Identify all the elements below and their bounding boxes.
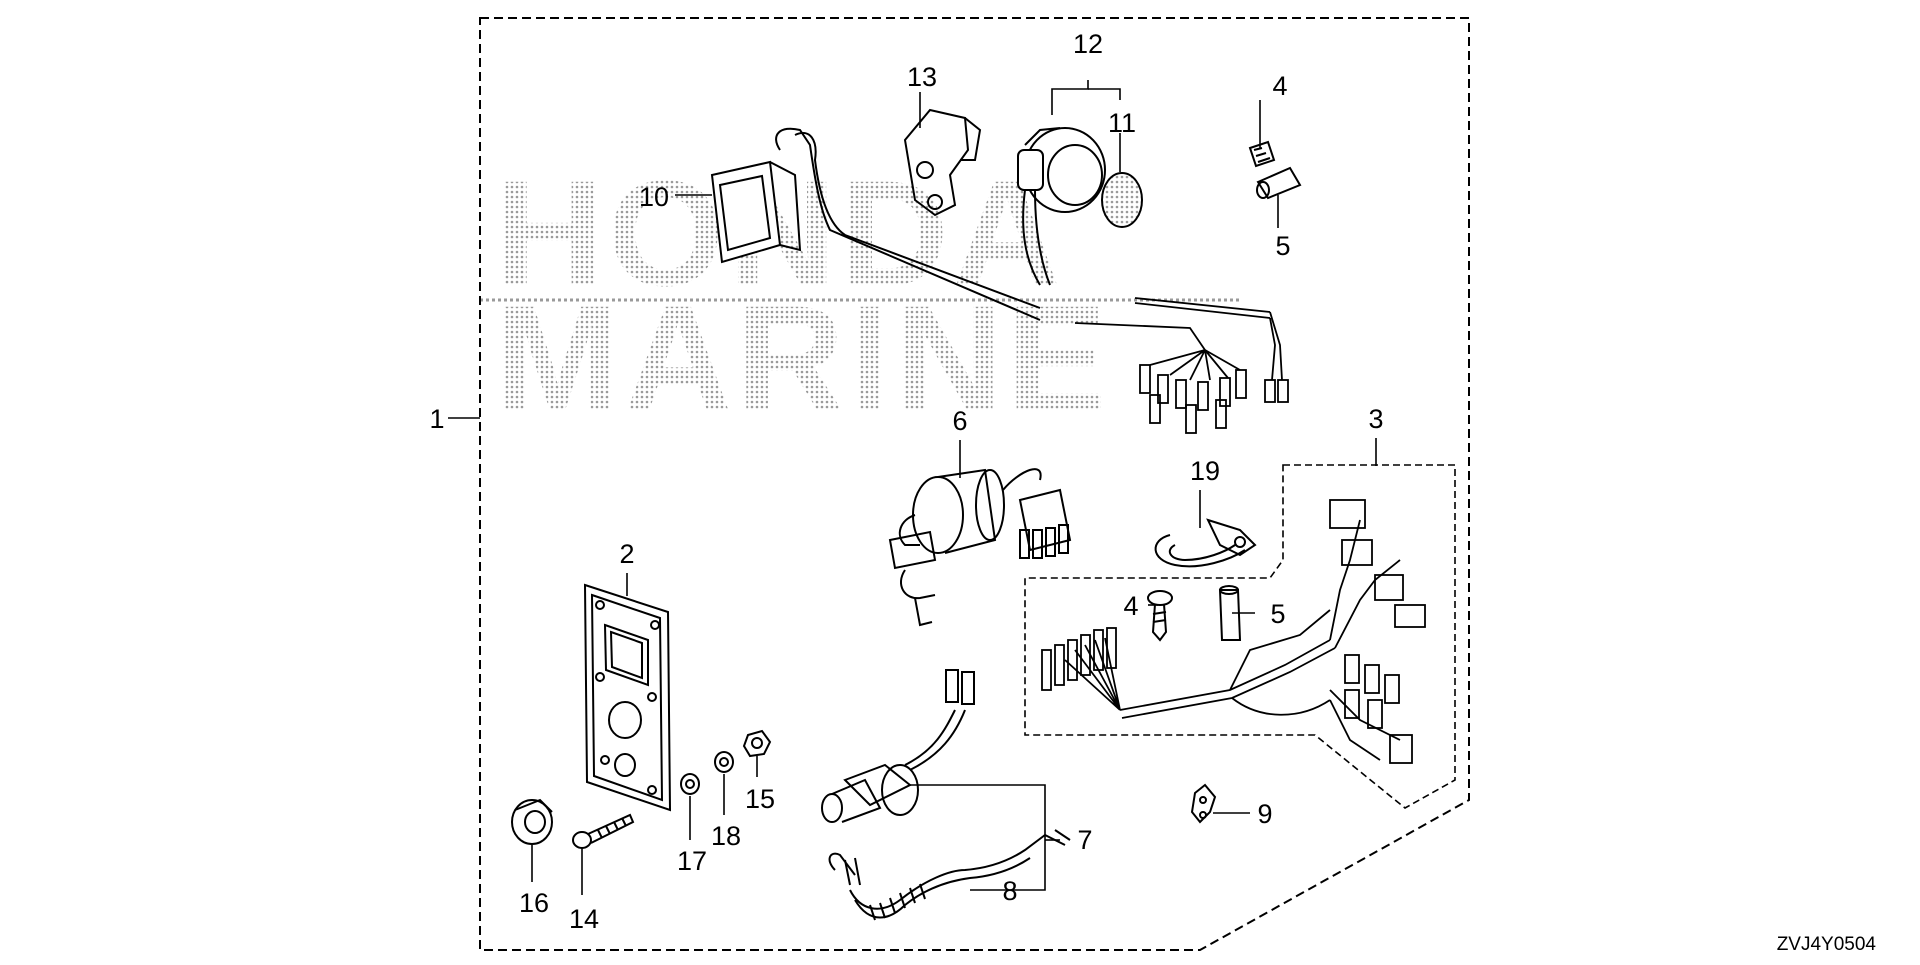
stop-switch-part <box>821 669 975 823</box>
washers-nuts <box>680 729 772 795</box>
buzzer-part <box>1017 127 1106 286</box>
callout-5-top: 5 <box>1275 231 1290 261</box>
callout-8: 8 <box>1002 876 1017 906</box>
callout-3: 3 <box>1368 404 1383 434</box>
callout-19: 19 <box>1190 456 1220 486</box>
callout-numbers: 1 2 3 4 4 5 5 6 7 8 9 10 11 12 13 14 15 … <box>429 29 1383 934</box>
screw-and-sleeve-harness <box>1147 585 1242 642</box>
wire-harness-part <box>1041 499 1426 764</box>
screw-and-sleeve-top <box>1248 140 1302 200</box>
harness-boundary <box>1024 464 1456 809</box>
lanyard-part <box>828 829 1071 921</box>
wire-connectors-top <box>1074 297 1289 434</box>
callout-9: 9 <box>1257 799 1272 829</box>
gasket-part <box>1101 172 1143 228</box>
leader-lines <box>448 80 1377 895</box>
callout-10: 10 <box>639 182 669 212</box>
callout-17: 17 <box>677 846 707 876</box>
kit-boundary <box>479 17 1470 951</box>
callout-16: 16 <box>519 888 549 918</box>
bracket-part <box>903 108 982 217</box>
panel-plate-part <box>583 583 672 812</box>
callout-1: 1 <box>429 404 444 434</box>
callout-6: 6 <box>952 406 967 436</box>
callout-5-harness: 5 <box>1270 599 1285 629</box>
diagram-code: ZVJ4Y0504 <box>1777 934 1877 955</box>
callout-14: 14 <box>569 904 599 934</box>
callout-4-harness: 4 <box>1123 591 1138 621</box>
callout-7: 7 <box>1077 825 1092 855</box>
callout-2: 2 <box>619 539 634 569</box>
clamp-part <box>1154 518 1257 568</box>
callout-13: 13 <box>907 62 937 92</box>
switch-part <box>710 127 1041 321</box>
callout-4-top: 4 <box>1272 71 1287 101</box>
clip-part <box>1190 783 1217 824</box>
callout-18: 18 <box>711 821 741 851</box>
ignition-switch-part <box>888 468 1072 627</box>
callout-11: 11 <box>1108 108 1136 138</box>
callout-12: 12 <box>1073 29 1103 59</box>
callout-15: 15 <box>745 784 775 814</box>
honda-marine-watermark: HONDA MARINE <box>480 149 1240 442</box>
large-nut-part <box>511 798 553 845</box>
screw-part <box>572 813 635 849</box>
watermark-line-2: MARINE <box>495 274 1111 442</box>
